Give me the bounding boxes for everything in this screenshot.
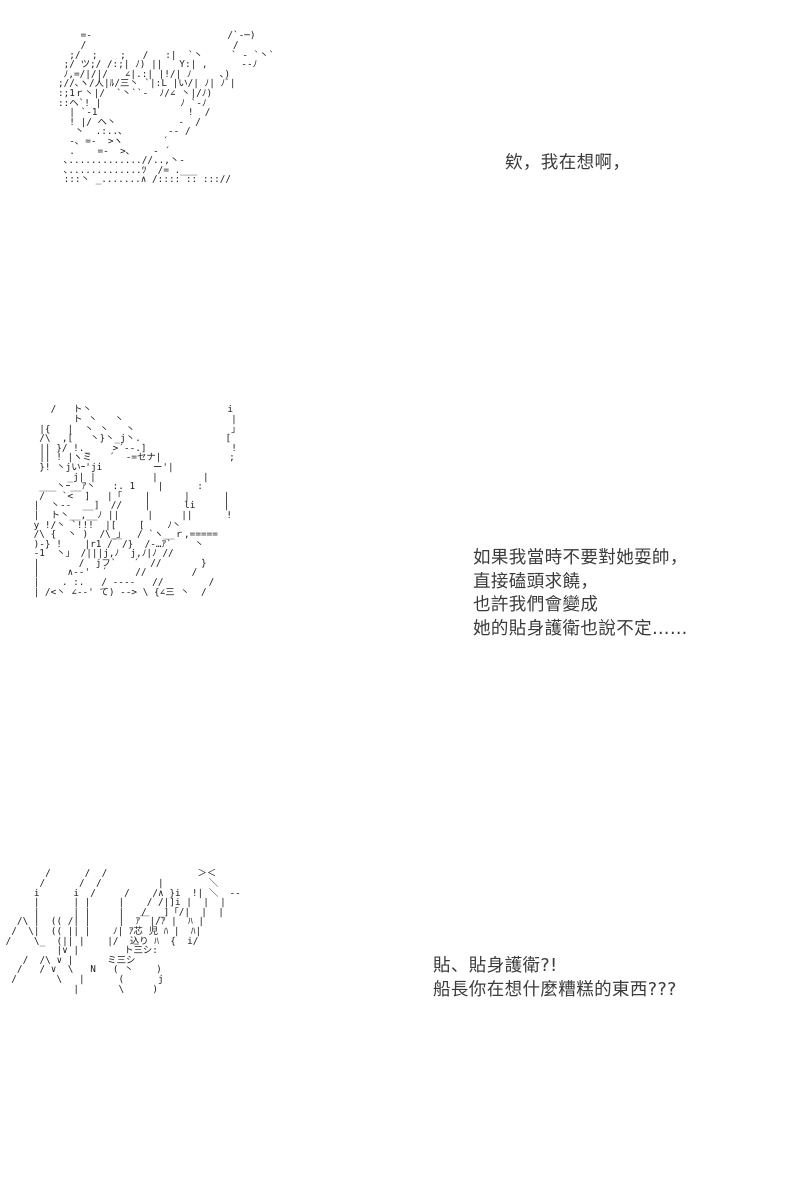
dialogue-panel-2: 如果我當時不要對她耍帥， 直接磕頭求饒， 也許我們會變成 她的貼身護衛也說不定…… [473,548,688,639]
dialogue-panel-1: 欸，我在想啊， [505,153,631,173]
aa-figure-reclining-character: =- /`-─) / / ;/ ; ; / :| `丶 ` - `丶` ;/ ツ… [58,30,275,186]
dialogue-panel-3: 貼、貼身護衛?! 船長你在想什麼糟糕的東西??? [433,956,677,1000]
aa-figure-seated-character: / ト丶 i ト 丶 丶 | |{ | 丶 丶 丶 」 /\ ,[ 丶}丶_j丶… [33,404,241,598]
aa-figure-shocked-character: / / / ＞＜ / / / | ＼ i i / / /∧ }i !| ＼ --… [5,868,241,995]
